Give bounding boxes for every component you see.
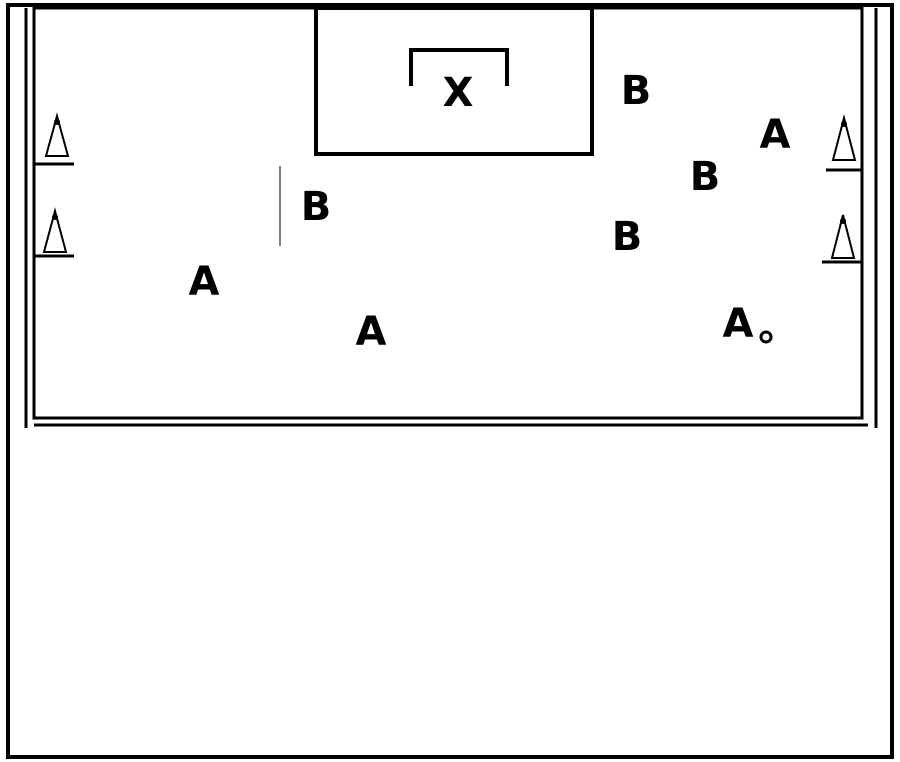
player-a-with-ball: A (723, 301, 754, 347)
goal-frame (409, 48, 509, 86)
player-b: B (612, 214, 643, 260)
player-a: A (356, 309, 387, 355)
ball-icon (759, 330, 773, 344)
penalty-box (314, 6, 594, 156)
player-b: B (301, 184, 332, 230)
cone-marker-left-top (44, 112, 70, 157)
cone-marker-left-bottom (42, 207, 68, 253)
player-a: A (189, 259, 220, 305)
outer-frame (6, 3, 894, 759)
cone-marker-right-bottom (830, 214, 856, 259)
player-a: A (760, 112, 791, 158)
player-b: B (690, 154, 721, 200)
player-b: B (621, 68, 652, 114)
cone-marker-right-top (831, 114, 857, 161)
goal-label: X (443, 70, 474, 116)
